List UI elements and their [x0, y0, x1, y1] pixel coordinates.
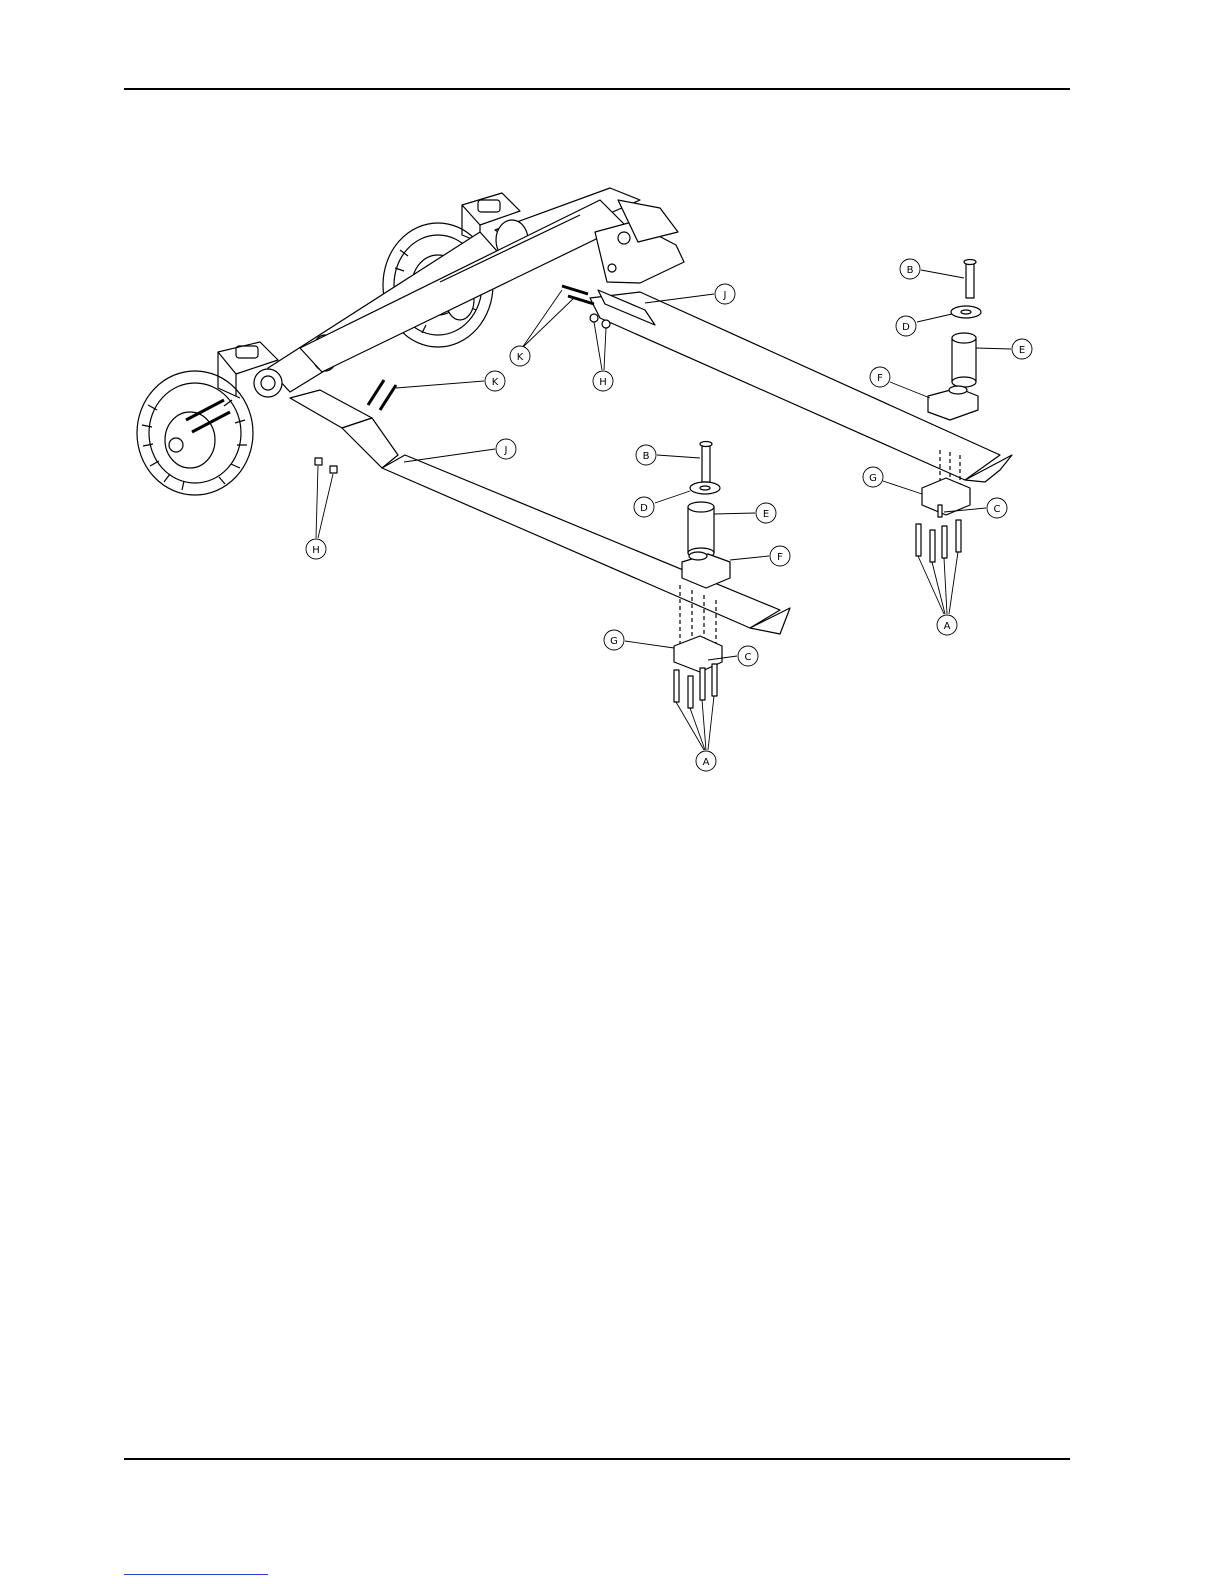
spacer-e-right — [952, 333, 976, 387]
svg-text:G: G — [610, 636, 618, 647]
callout-f-left: F — [730, 546, 790, 566]
callout-d-right: D — [896, 314, 952, 336]
callout-j-top: J — [645, 284, 735, 304]
footer-link-underline[interactable] — [124, 1574, 268, 1575]
svg-text:C: C — [745, 652, 752, 663]
callout-g-left: G — [604, 630, 674, 650]
washer-d-left — [690, 482, 720, 494]
callout-k-top: K — [510, 290, 574, 366]
front-hub-joint — [254, 369, 282, 397]
svg-text:D: D — [902, 322, 910, 333]
svg-text:E: E — [1019, 345, 1025, 356]
svg-text:H: H — [599, 377, 607, 388]
svg-text:A: A — [703, 757, 710, 768]
clamp-top-f-right — [928, 386, 978, 420]
washer-d-right — [951, 306, 981, 318]
callout-e-left: E — [714, 503, 776, 523]
svg-text:K: K — [517, 352, 524, 363]
svg-text:H: H — [312, 545, 320, 556]
svg-text:D: D — [640, 503, 648, 514]
svg-text:B: B — [643, 451, 650, 462]
svg-text:B: B — [907, 265, 914, 276]
bolts-k-top — [562, 286, 594, 304]
clamp-bottom-g-right — [922, 478, 970, 515]
svg-text:G: G — [869, 473, 877, 484]
svg-text:F: F — [777, 552, 783, 563]
svg-text:K: K — [492, 377, 499, 388]
screws-a-right — [916, 520, 961, 562]
callout-b-right: B — [900, 259, 964, 279]
callout-d-left: D — [634, 491, 690, 517]
svg-text:A: A — [944, 621, 951, 632]
spring-pins-c-right — [938, 505, 942, 517]
svg-text:C: C — [994, 504, 1001, 515]
callout-a-left: A — [676, 696, 716, 771]
pin-b-left — [700, 442, 712, 483]
callout-a-right: A — [918, 552, 958, 635]
callout-h-left: H — [306, 466, 333, 559]
svg-text:J: J — [723, 290, 727, 301]
callout-f-right: F — [870, 367, 930, 398]
svg-text:F: F — [877, 373, 883, 384]
svg-text:J: J — [504, 445, 508, 456]
callout-g-right: G — [863, 467, 922, 494]
pin-b-right — [964, 260, 976, 299]
callout-e-right: E — [976, 339, 1032, 359]
bolts-k-left — [368, 380, 396, 410]
footer-rule — [124, 1458, 1070, 1460]
callout-k-left: K — [396, 371, 505, 391]
callout-j-left: J — [404, 439, 516, 462]
callout-h-top: H — [593, 322, 613, 391]
side-rail-left — [290, 390, 790, 660]
callout-b-left: B — [636, 445, 700, 465]
spacer-e-left — [688, 502, 714, 558]
svg-text:E: E — [763, 509, 769, 520]
